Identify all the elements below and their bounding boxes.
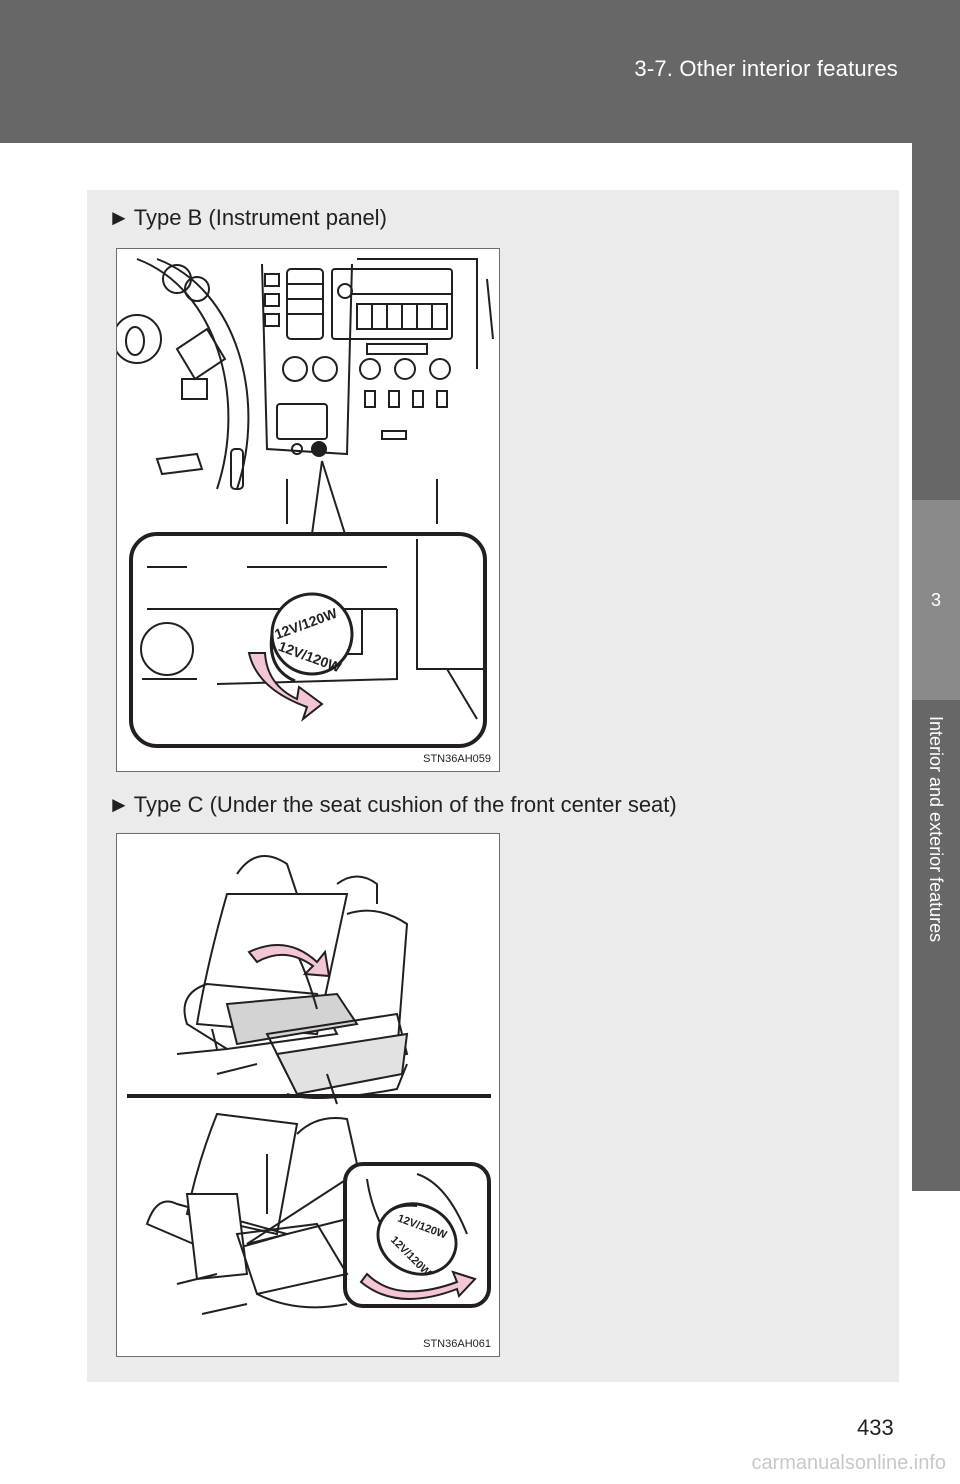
figure-seat-cushion: 12V/120W 12V/120W STN36AH061	[116, 833, 500, 1357]
footer-watermark[interactable]: carmanualsonline.info	[751, 1452, 946, 1474]
page-header	[0, 0, 960, 143]
type-c-label: Type C (Under the seat cushion of the fr…	[133, 792, 677, 817]
instrument-panel-illustration: 12V/120W 12V/120W	[117, 258, 494, 748]
figure-instrument-panel: 12V/120W 12V/120W STN36AH059	[116, 248, 500, 772]
page-number: 433	[857, 1415, 894, 1440]
figure-code: STN36AH061	[423, 1338, 491, 1350]
type-b-label: Type B (Instrument panel)	[133, 205, 387, 230]
section-title: 3-7. Other interior features	[634, 56, 898, 81]
bullet-arrow-icon: ►	[108, 792, 130, 817]
chapter-number: 3	[930, 590, 941, 610]
type-c-heading: ►Type C (Under the seat cushion of the f…	[108, 792, 677, 818]
type-b-heading: ►Type B (Instrument panel)	[108, 205, 387, 231]
figure-code: STN36AH059	[423, 753, 491, 765]
bullet-arrow-icon: ►	[108, 205, 130, 230]
seat-cushion-illustration: 12V/120W 12V/120W	[127, 855, 491, 1315]
chapter-number-box	[912, 500, 960, 700]
chapter-title: Interior and exterior features	[926, 716, 946, 943]
